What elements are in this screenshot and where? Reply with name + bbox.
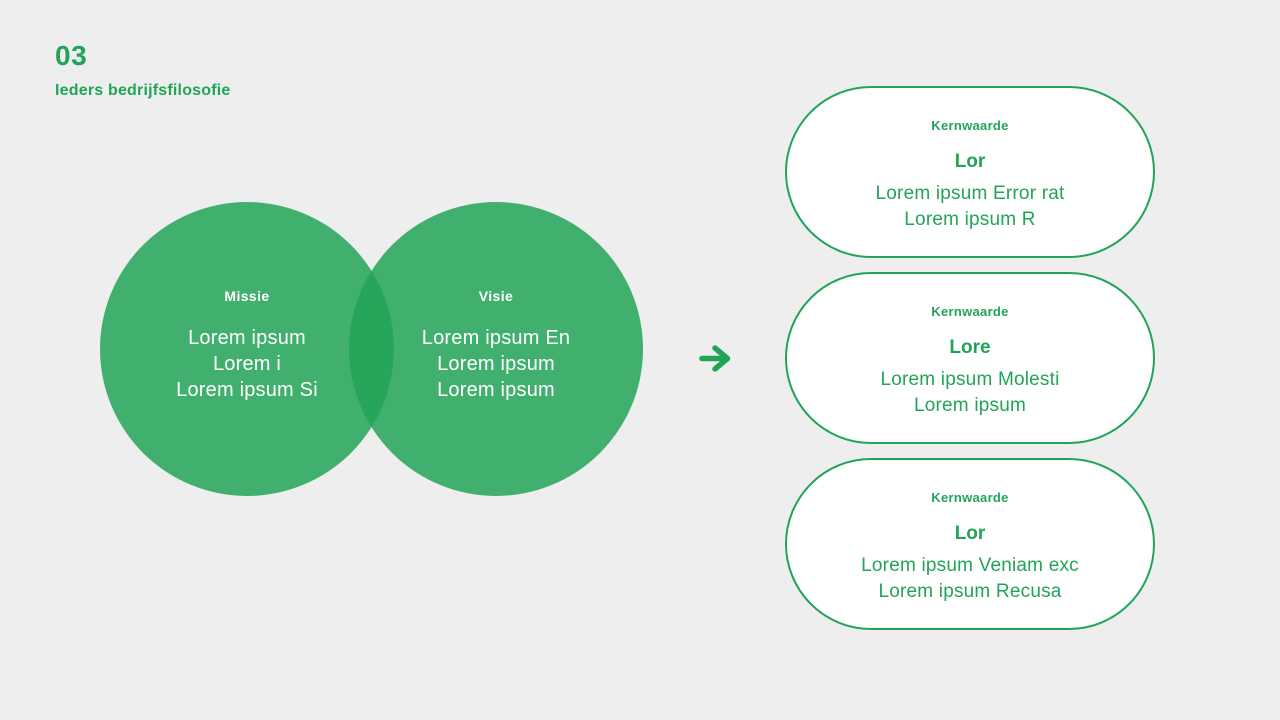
visie-text-line: Lorem ipsum En xyxy=(421,327,571,349)
section-subtitle: Ieders bedrijfsfilosofie xyxy=(55,82,231,99)
kernwaarde-label: Kernwaarde xyxy=(931,118,1009,133)
kernwaarde-text-line: Lorem ipsum Molesti xyxy=(880,369,1060,390)
visie-text-line: Lorem ipsum xyxy=(437,353,555,375)
kernwaarde-label: Kernwaarde xyxy=(931,490,1009,505)
missie-text-line: Lorem i xyxy=(212,353,282,375)
arrow-right-icon xyxy=(699,344,731,373)
kernwaarde-text-line: Lorem ipsum Veniam exc xyxy=(861,555,1079,576)
kernwaarde-title: Lor xyxy=(954,151,986,172)
missie-text-line: Lorem ipsum Si xyxy=(176,379,318,401)
venn-circle-visie: Visie Lorem ipsum En Lorem ipsum Lorem i… xyxy=(349,202,643,496)
kernwaarde-card-1: Kernwaarde Lor Lorem ipsum Error rat Lor… xyxy=(785,86,1155,258)
kernwaarde-text-line: Lorem ipsum R xyxy=(904,209,1036,230)
kernwaarde-title: Lore xyxy=(949,337,991,358)
kernwaarde-card-3: Kernwaarde Lor Lorem ipsum Veniam exc Lo… xyxy=(785,458,1155,630)
visie-label: Visie xyxy=(478,288,514,304)
kernwaarde-text-line: Lorem ipsum xyxy=(913,395,1027,416)
visie-text-line: Lorem ipsum xyxy=(437,379,555,401)
kernwaarde-card-2: Kernwaarde Lore Lorem ipsum Molesti Lore… xyxy=(785,272,1155,444)
kernwaarde-text-line: Lorem ipsum Recusa xyxy=(878,581,1062,602)
section-number: 03 xyxy=(55,40,88,71)
missie-label: Missie xyxy=(224,288,270,304)
kernwaarde-label: Kernwaarde xyxy=(931,304,1009,319)
missie-text-line: Lorem ipsum xyxy=(188,327,306,349)
slide-header: 03 Ieders bedrijfsfilosofie xyxy=(55,40,231,100)
kernwaarde-title: Lor xyxy=(954,523,986,544)
venn-circle-missie: Missie Lorem ipsum Lorem i Lorem ipsum S… xyxy=(100,202,394,496)
kernwaarde-text-line: Lorem ipsum Error rat xyxy=(875,183,1065,204)
